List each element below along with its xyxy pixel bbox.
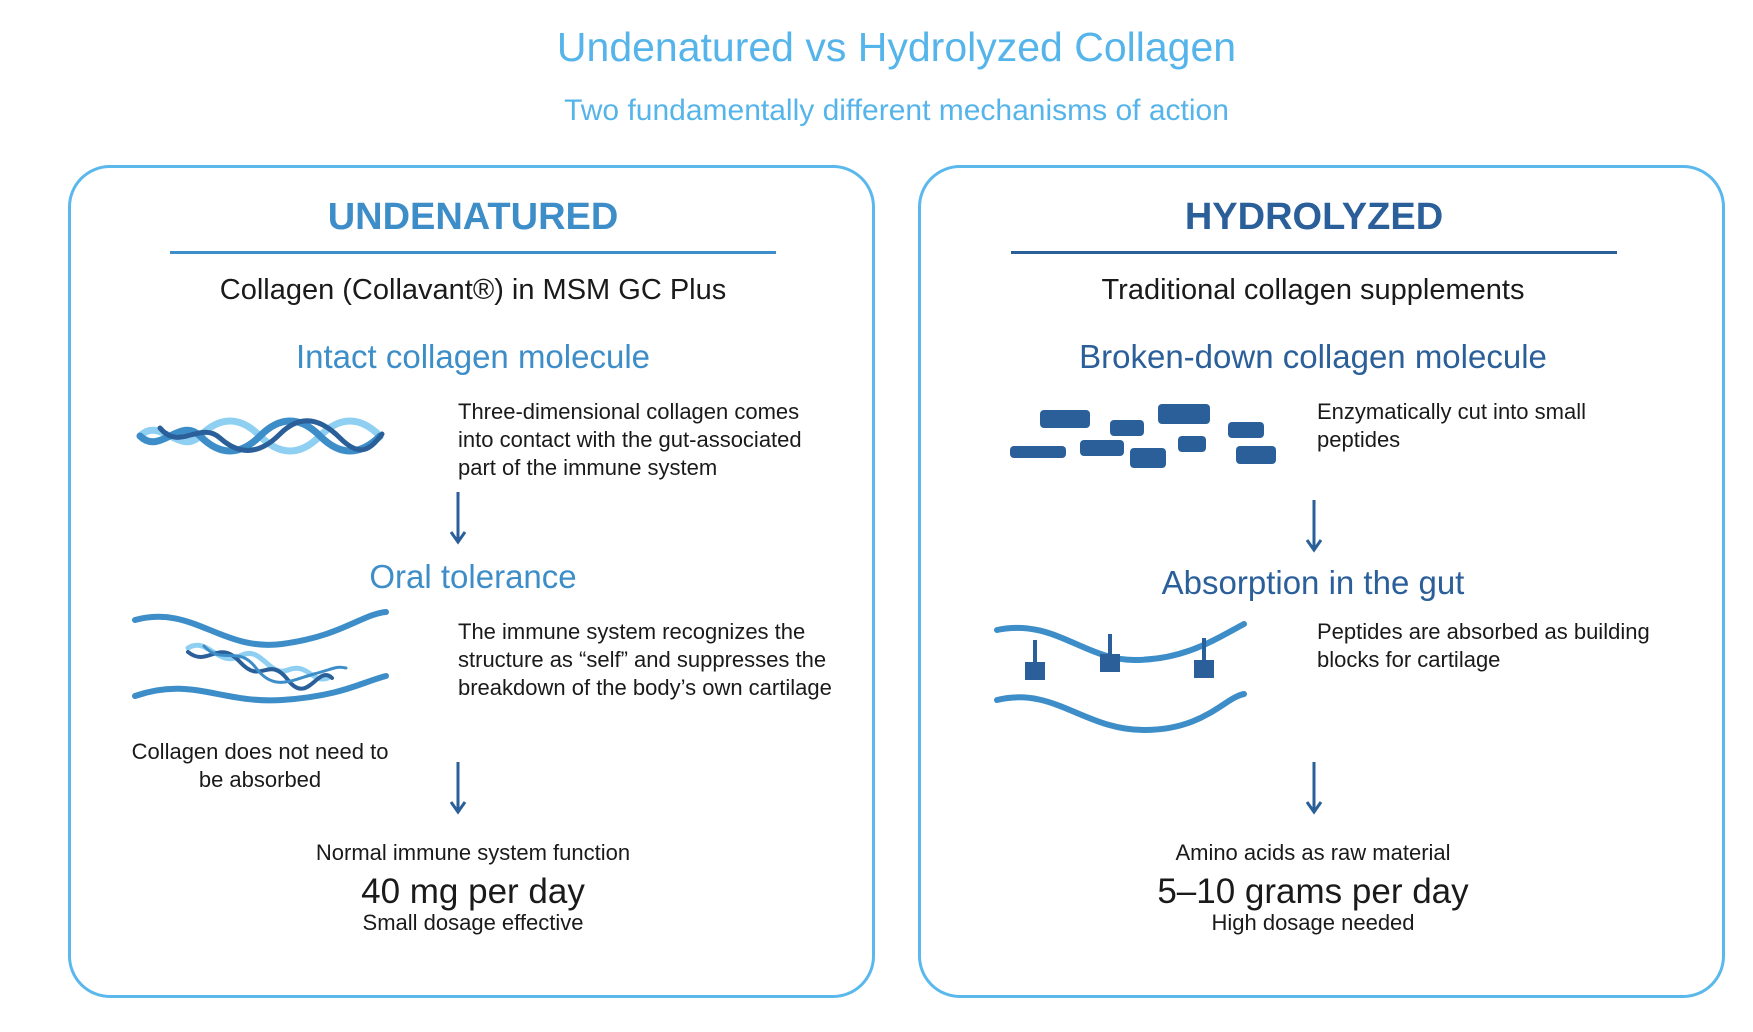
page-subtitle: Two fundamentally different mechanisms o… [564,94,1229,127]
hydrolyzed-heading-rule [1011,251,1617,254]
gut-lining-intact-collagen-icon [132,609,389,704]
hydrolyzed-desc-absorption: Peptides are absorbed as building blocks… [1317,619,1650,672]
undenatured-dose-note: Small dosage effective [362,910,584,935]
arrow-down-icon [1305,500,1323,553]
peptide-fragments-icon [1010,404,1276,468]
hydrolyzed-section-absorption: Absorption in the gut [1161,564,1465,601]
hydrolyzed-dose: 5–10 grams per day [1157,872,1469,911]
hydrolyzed-lead: Traditional collagen supplements [1101,274,1525,306]
undenatured-result: Normal immune system function [315,840,631,865]
arrow-down-icon [449,492,467,545]
hydrolyzed-section-broken: Broken-down collagen molecule [1079,338,1547,375]
hydrolyzed-dose-note: High dosage needed [1211,910,1415,935]
undenatured-heading-rule [170,251,776,254]
undenatured-heading: UNDENATURED [327,196,619,238]
hydrolyzed-heading: HYDROLYZED [1184,196,1444,238]
undenatured-lead: Collagen (Collavant®) in MSM GC Plus [219,274,727,306]
undenatured-panel [68,165,875,998]
gut-lining-peptide-absorption-icon [994,621,1247,734]
hydrolyzed-desc-broken: Enzymatically cut into small peptides [1317,399,1586,452]
arrow-down-icon [1305,762,1323,815]
arrow-down-icon [449,762,467,815]
undenatured-desc-intact: Three-dimensional collagen comes into co… [458,399,802,480]
undenatured-desc-tolerance: The immune system recognizes the structu… [458,619,832,700]
undenatured-section-tolerance: Oral tolerance [369,558,577,595]
hydrolyzed-panel [918,165,1725,998]
hydrolyzed-result: Amino acids as raw material [1175,840,1451,865]
page-title: Undenatured vs Hydrolyzed Collagen [556,24,1237,70]
intact-collagen-helix-icon [136,417,385,455]
undenatured-dose: 40 mg per day [361,872,585,911]
undenatured-section-intact: Intact collagen molecule [295,338,651,375]
undenatured-absorption-note: Collagen does not need to be absorbed [131,739,389,792]
